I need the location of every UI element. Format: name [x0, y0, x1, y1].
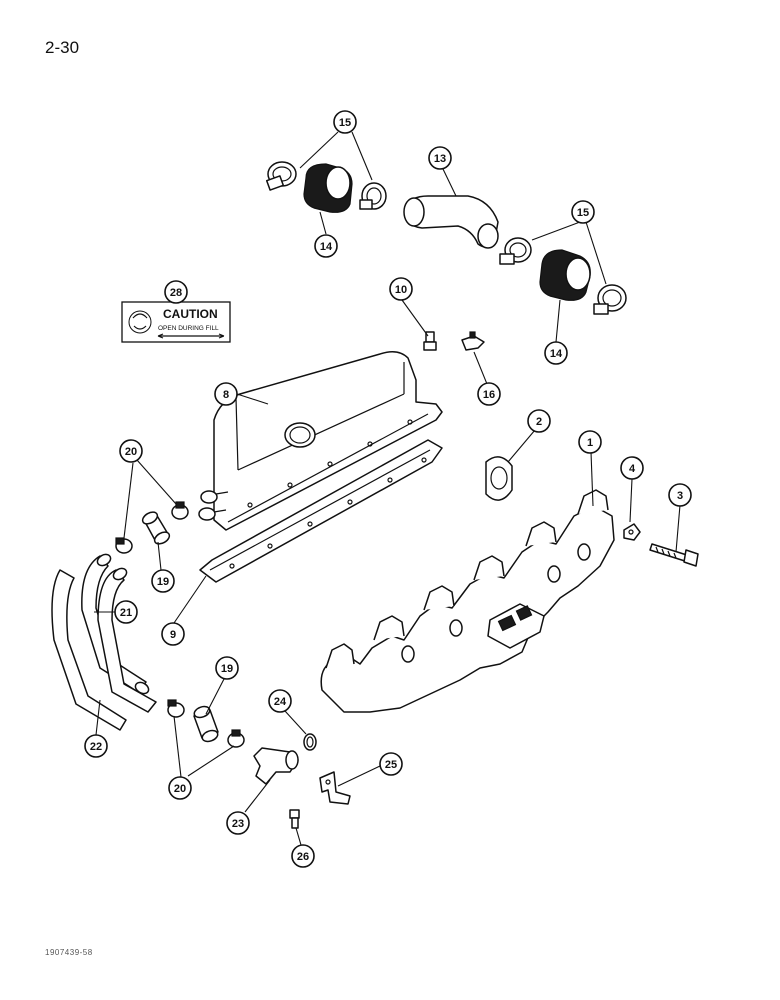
manifold-bolt [649, 543, 699, 567]
callout-4: 4 [620, 456, 644, 480]
caution-decal: CAUTION OPEN DURING FILL [121, 301, 231, 343]
svg-text:24: 24 [274, 696, 287, 708]
manifold-gasket [485, 456, 513, 501]
hose-clamp-left-2 [359, 182, 387, 210]
svg-text:21: 21 [120, 607, 132, 619]
hose-clamp-upper-a [115, 537, 133, 554]
svg-text:8: 8 [223, 389, 229, 401]
svg-text:1: 1 [587, 437, 593, 449]
leader-lines [94, 131, 681, 846]
water-transfer-tube [403, 195, 499, 249]
hose-clamp-lower-a [167, 699, 185, 718]
hose-clamp-right-1 [499, 237, 532, 265]
callout-3: 3 [668, 483, 692, 507]
mounting-bracket [319, 771, 351, 805]
page-number: 2-30 [45, 38, 80, 57]
callout-19b: 19 [215, 656, 239, 680]
callout-8: 8 [214, 382, 238, 406]
hose-clamp-lower-b [227, 729, 245, 748]
svg-text:26: 26 [297, 851, 309, 863]
svg-text:20: 20 [174, 783, 186, 795]
o-ring [303, 733, 317, 751]
callout-1: 1 [578, 430, 602, 454]
water-tube-upper [81, 553, 150, 695]
svg-text:3: 3 [677, 490, 683, 502]
hose-clamp-upper-b [171, 501, 189, 520]
callout-14b: 14 [544, 341, 568, 365]
callout-20a: 20 [119, 439, 143, 463]
callout-19a: 19 [151, 569, 175, 593]
water-tube-lower [51, 567, 157, 731]
svg-text:9: 9 [170, 629, 176, 641]
water-elbow [253, 747, 299, 785]
svg-text:15: 15 [577, 207, 589, 219]
svg-text:10: 10 [395, 284, 407, 296]
vent-fitting [461, 331, 485, 351]
svg-text:25: 25 [385, 759, 397, 771]
reference-code: 1907439-58 [45, 948, 93, 957]
caution-title: CAUTION [163, 307, 218, 321]
hose-coupling-lower [193, 705, 219, 743]
callout-15b: 15 [571, 200, 595, 224]
hose-clamp-left-1 [265, 161, 297, 191]
aftercooler-housing [198, 351, 443, 531]
svg-text:19: 19 [157, 576, 169, 588]
callout-16: 16 [477, 382, 501, 406]
hose-coupling-upper [141, 511, 171, 545]
callout-20b: 20 [168, 776, 192, 800]
svg-text:13: 13 [434, 153, 446, 165]
hose-clamp-right-2 [593, 284, 627, 315]
callout-15a: 15 [333, 110, 357, 134]
callout-24: 24 [268, 689, 292, 713]
callout-13: 13 [428, 146, 452, 170]
svg-text:28: 28 [170, 287, 182, 299]
caution-text: OPEN DURING FILL [158, 325, 219, 332]
callout-10: 10 [389, 277, 413, 301]
cap-screw [289, 809, 300, 829]
callout-25: 25 [379, 752, 403, 776]
callout-2: 2 [527, 409, 551, 433]
callout-21: 21 [114, 600, 138, 624]
callout-9: 9 [161, 622, 185, 646]
svg-text:22: 22 [90, 741, 102, 753]
plug-bolt [423, 331, 437, 351]
svg-text:14: 14 [320, 241, 333, 253]
svg-text:2: 2 [536, 416, 542, 428]
svg-text:4: 4 [629, 463, 636, 475]
hose-coupling-left [303, 163, 353, 213]
svg-text:23: 23 [232, 818, 244, 830]
svg-text:14: 14 [550, 348, 563, 360]
spacer-plate [623, 523, 641, 541]
svg-text:16: 16 [483, 389, 495, 401]
callout-23: 23 [226, 811, 250, 835]
callout-26: 26 [291, 844, 315, 868]
callout-22: 22 [84, 734, 108, 758]
hose-coupling-right [539, 249, 591, 301]
callout-14a: 14 [314, 234, 338, 258]
exhaust-manifold [320, 489, 615, 713]
housing-gasket [199, 439, 443, 583]
svg-text:15: 15 [339, 117, 351, 129]
svg-text:20: 20 [125, 446, 137, 458]
svg-text:19: 19 [221, 663, 233, 675]
callout-28: 28 [164, 280, 188, 304]
